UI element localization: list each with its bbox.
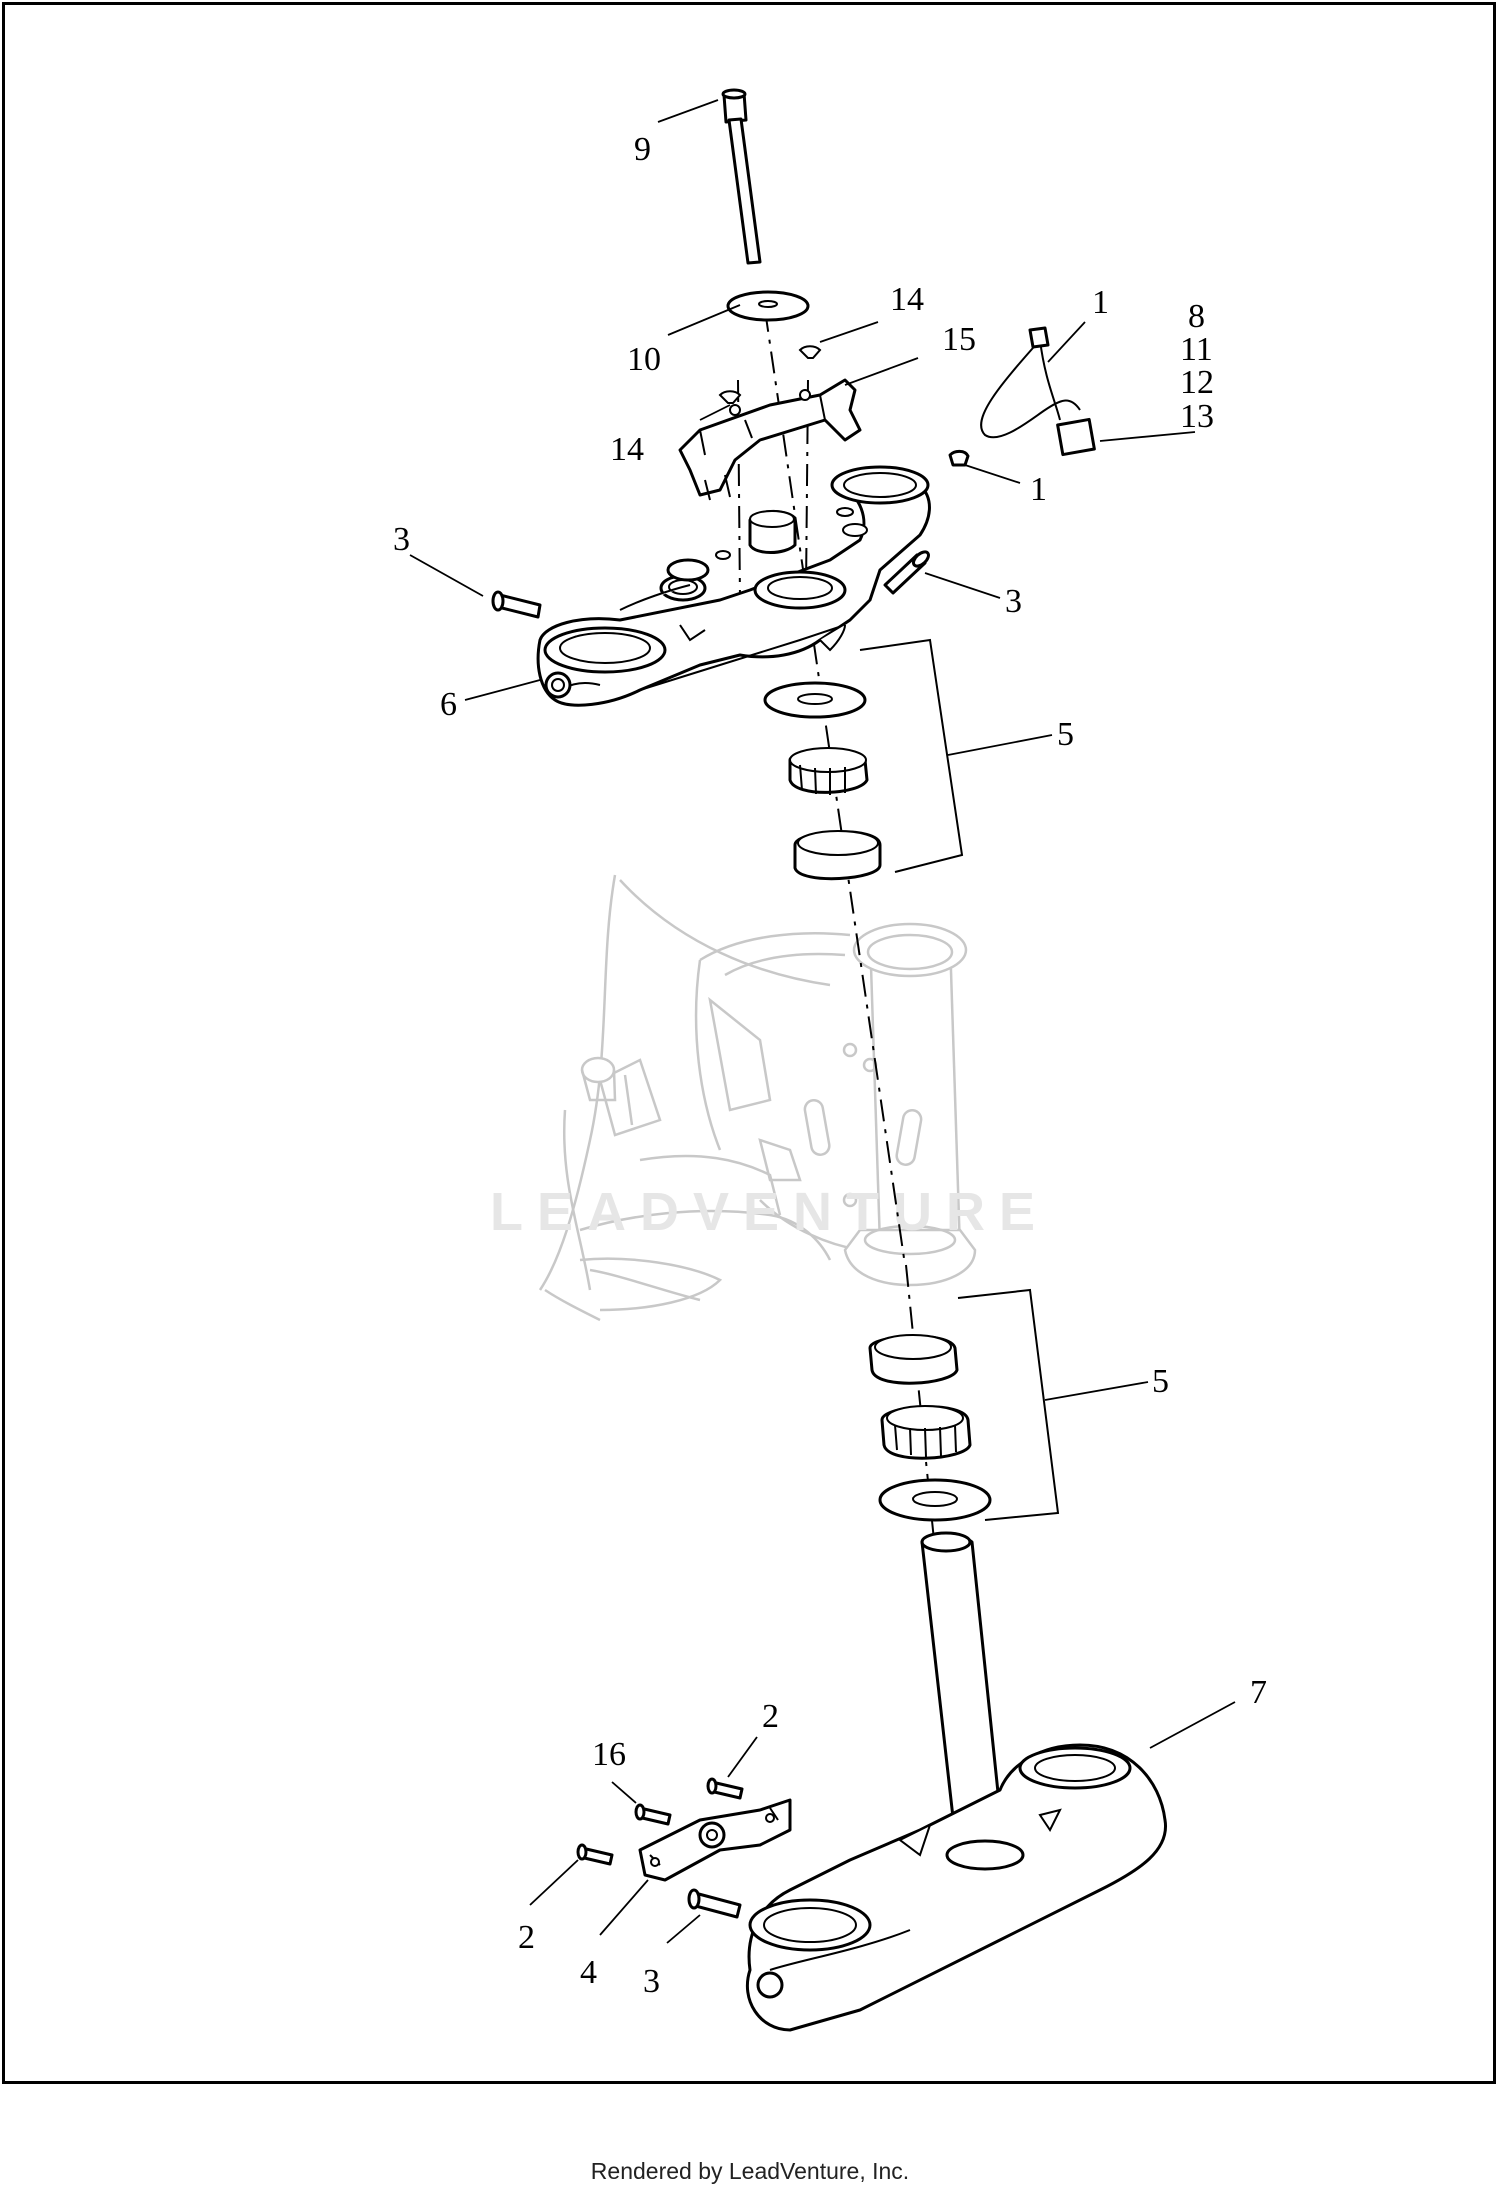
bracket-part-4 (638, 1798, 792, 1882)
lower-triple-clamp-part-7 (745, 1531, 1168, 2032)
callout-1-top: 1 (1092, 284, 1109, 321)
pinch-bolt-upper-left-part-3 (491, 590, 542, 619)
callout-6: 6 (440, 686, 457, 723)
callout-5-upper: 5 (1057, 716, 1074, 753)
callout-3-lower: 3 (643, 1963, 660, 2000)
callout-3-upper-right: 3 (1005, 583, 1022, 620)
callout-11: 11 (1180, 331, 1213, 368)
screw-part-2-upper (706, 1777, 744, 1800)
callout-14-top: 14 (890, 281, 924, 318)
lower-bearing-set-part-5 (868, 1334, 992, 1522)
callout-labels: 9 10 14 14 15 1 1 8 11 12 13 3 3 6 5 5 7… (393, 131, 1267, 2000)
callout-2-upper: 2 (762, 1698, 779, 1735)
callout-1-bottom: 1 (1030, 471, 1047, 508)
callout-14-left: 14 (610, 431, 644, 468)
callout-12: 12 (1180, 364, 1214, 401)
callout-2-lower: 2 (518, 1919, 535, 1956)
screw-part-16 (634, 1803, 672, 1826)
leader-lines (409, 99, 1236, 1944)
upper-bearing-set-part-5 (763, 681, 882, 881)
stem-bolt-part-9 (721, 88, 762, 265)
upper-bearing-bracket (859, 638, 964, 873)
screw-part-2-lower (576, 1843, 614, 1866)
footer-credit: Rendered by LeadVenture, Inc. (590, 2158, 910, 2184)
callout-10: 10 (627, 341, 661, 378)
pinch-bolt-upper-right-part-3 (883, 550, 930, 595)
lower-bearing-bracket (957, 1288, 1060, 1521)
harness-part-8-11-12-13 (948, 326, 1096, 467)
callout-8: 8 (1188, 298, 1205, 335)
diagram-frame (2, 2, 1496, 2084)
upper-triple-clamp-part-6 (536, 465, 931, 707)
callout-7: 7 (1250, 1674, 1267, 1711)
cover-bracket-part-15 (678, 345, 862, 501)
callout-15: 15 (942, 321, 976, 358)
frame-neck-ghost: LEADVENTURE (490, 874, 1049, 1322)
washer-part-10 (726, 290, 810, 322)
callout-9: 9 (634, 131, 651, 168)
watermark-text: LEADVENTURE (490, 1182, 1049, 1242)
callout-4: 4 (580, 1954, 597, 1991)
callout-13: 13 (1180, 398, 1214, 435)
callout-3-upper-left: 3 (393, 521, 410, 558)
callout-16: 16 (592, 1736, 626, 1773)
pinch-bolt-lower-part-3 (687, 1888, 742, 1919)
callout-5-lower: 5 (1152, 1363, 1169, 1400)
